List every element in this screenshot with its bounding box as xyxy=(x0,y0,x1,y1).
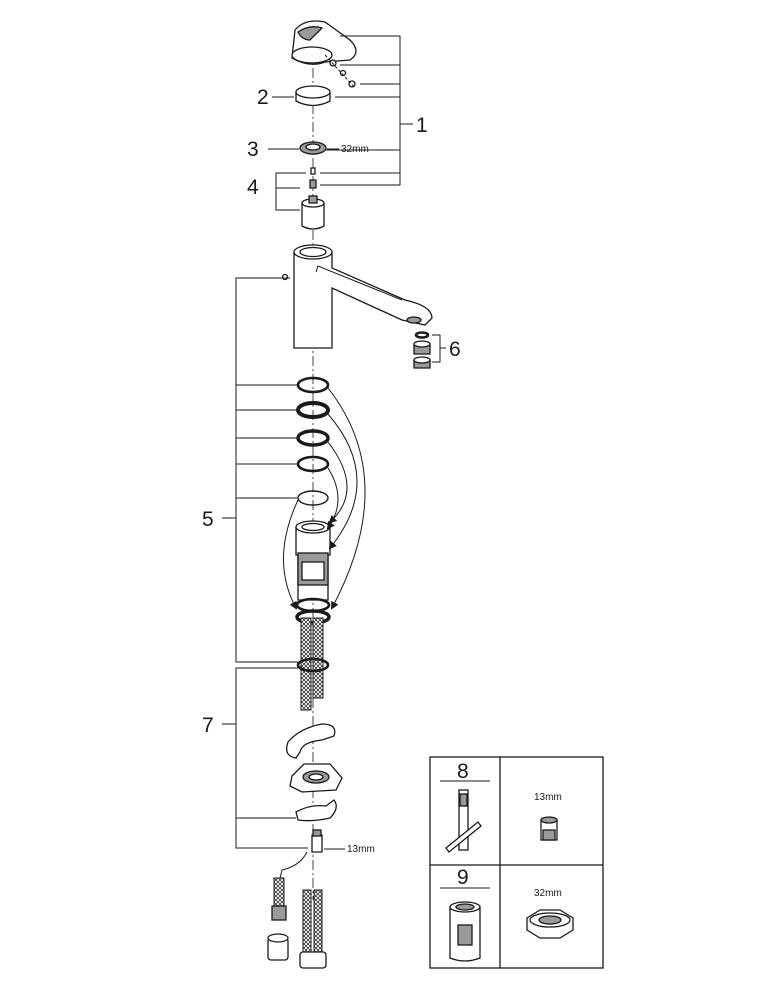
t-key-tool xyxy=(445,789,482,853)
callout-1: 1 xyxy=(416,114,428,137)
set-screw xyxy=(281,273,289,281)
aerator-parts xyxy=(413,331,431,369)
tools-inset xyxy=(429,756,604,969)
nipple-size-label: 13mm xyxy=(347,844,375,855)
callout-8: 8 xyxy=(457,760,469,783)
callout-2: 2 xyxy=(257,86,269,109)
mounting-shank xyxy=(295,520,331,625)
hose-connectors xyxy=(267,851,327,969)
cartridge-nut xyxy=(299,141,327,155)
hex-nut-32mm xyxy=(526,909,574,939)
assembly-arrows xyxy=(283,387,366,610)
cartridge-parts xyxy=(301,167,325,230)
callout-4: 4 xyxy=(247,176,259,199)
hex-socket-bit xyxy=(540,816,558,841)
callout-9: 9 xyxy=(457,866,469,889)
callout-7: 7 xyxy=(202,714,214,737)
lever-screws xyxy=(324,54,356,89)
mounting-kit xyxy=(285,723,343,853)
faucet-body xyxy=(293,244,433,349)
supply-hoses xyxy=(296,617,330,711)
callout-6: 6 xyxy=(449,338,461,361)
tool-8-size-label: 13mm xyxy=(534,792,562,803)
callout-3: 3 xyxy=(247,138,259,161)
escutcheon-cap xyxy=(295,85,331,107)
socket-wrench-tool xyxy=(449,901,481,962)
lever-handle xyxy=(291,20,357,65)
o-rings xyxy=(296,376,330,506)
tool-9-size-label: 32mm xyxy=(534,888,562,899)
callout-5: 5 xyxy=(202,508,214,531)
